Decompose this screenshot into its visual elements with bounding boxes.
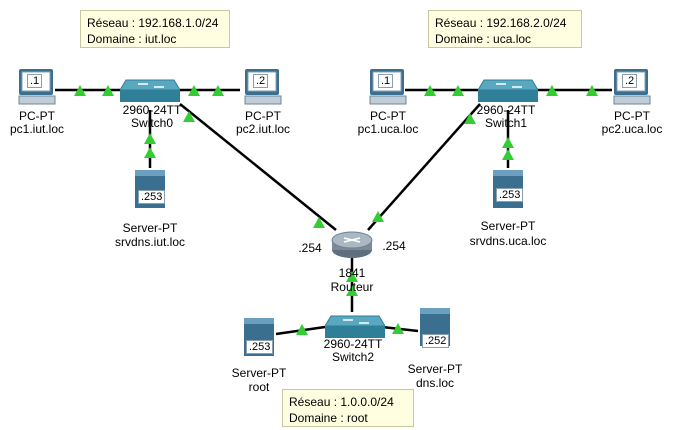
switch2-device[interactable]	[324, 312, 386, 340]
note-network-address: Réseau : 192.168.2.0/24	[435, 16, 567, 30]
link-up-icon	[74, 85, 86, 96]
switch2-name: Switch2	[331, 350, 375, 364]
switch1-type: 2960-24TT	[476, 103, 536, 117]
note-network-domain: Domaine : uca.loc	[435, 32, 532, 46]
link-up-icon	[183, 111, 195, 122]
switch0-name: Switch0	[130, 116, 174, 130]
link-up-icon	[502, 149, 514, 160]
ip-tag: .252	[422, 334, 450, 348]
root-name: root	[248, 380, 270, 394]
note-network-address: Réseau : 1.0.0.0/24	[289, 395, 394, 409]
switch-icon	[324, 315, 386, 338]
pc2-uca-name: pc2.uca.loc	[601, 122, 663, 136]
note-network-address: Réseau : 192.168.1.0/24	[87, 16, 219, 30]
ip-tag: .1	[27, 74, 43, 88]
switch0-device[interactable]	[119, 76, 181, 104]
pc2-iut-type: PC-PT	[245, 109, 281, 123]
srvdns-iut-type: Server-PT	[122, 221, 178, 235]
note-network-iut: Réseau : 192.168.1.0/24 Domaine : iut.lo…	[80, 10, 230, 48]
switch1-device[interactable]	[477, 76, 539, 104]
router-ip-right: .254	[382, 239, 406, 253]
link-up-icon	[296, 324, 308, 335]
root-type: Server-PT	[231, 366, 287, 380]
srvdns-iut-device[interactable]: .253	[133, 168, 167, 210]
router-name: Routeur	[330, 280, 374, 294]
dns-name: dns.loc	[415, 376, 455, 390]
link-up-icon	[502, 137, 514, 148]
link-up-icon	[424, 85, 436, 96]
pc1-iut-name: pc1.iut.loc	[9, 122, 65, 136]
switch0-type: 2960-24TT	[122, 103, 182, 117]
link-up-icon	[313, 217, 325, 228]
link-up-icon	[212, 85, 224, 96]
pc2-iut-name: pc2.iut.loc	[235, 122, 291, 136]
link-up-icon	[586, 85, 598, 96]
router-device[interactable]	[330, 228, 374, 260]
srvdns-uca-type: Server-PT	[480, 219, 536, 233]
switch2-type: 2960-24TT	[323, 337, 383, 351]
pc1-iut-type: PC-PT	[19, 109, 55, 123]
ip-tag: .2	[622, 74, 638, 88]
link-switch1-router[interactable]	[367, 103, 481, 231]
pc2-uca-device[interactable]: .2	[612, 68, 652, 108]
srvdns-uca-device[interactable]: .253	[491, 168, 525, 210]
dns-type: Server-PT	[407, 362, 463, 376]
switch1-name: Switch1	[484, 116, 528, 130]
link-up-icon	[392, 323, 404, 334]
pc1-uca-device[interactable]: .1	[368, 68, 408, 108]
pc2-uca-type: PC-PT	[614, 109, 650, 123]
router-icon	[331, 231, 373, 258]
ip-tag: .253	[246, 340, 274, 354]
link-up-icon	[464, 113, 476, 124]
ip-tag: .1	[378, 74, 394, 88]
ip-tag: .2	[253, 74, 269, 88]
srvdns-iut-name: srvdns.iut.loc	[114, 235, 186, 249]
ip-tag: .253	[138, 190, 166, 204]
link-up-icon	[144, 147, 156, 158]
note-network-uca: Réseau : 192.168.2.0/24 Domaine : uca.lo…	[428, 10, 582, 48]
ip-tag: .253	[496, 188, 524, 202]
link-up-icon	[346, 285, 358, 296]
note-network-root: Réseau : 1.0.0.0/24 Domaine : root	[282, 389, 414, 427]
pc2-iut-device[interactable]: .2	[243, 68, 283, 108]
pc1-iut-device[interactable]: .1	[17, 68, 57, 108]
dns-server-device[interactable]: .252	[418, 306, 452, 348]
link-up-icon	[144, 133, 156, 144]
link-up-icon	[372, 211, 384, 222]
srvdns-uca-name: srvdns.uca.loc	[469, 234, 547, 248]
link-switch0-router[interactable]	[179, 103, 337, 231]
link-up-icon	[452, 85, 464, 96]
link-up-icon	[346, 271, 358, 282]
link-up-icon	[102, 85, 114, 96]
router-type: 1841	[338, 266, 366, 280]
note-network-domain: Domaine : iut.loc	[87, 32, 177, 46]
link-up-icon	[188, 85, 200, 96]
switch-icon	[477, 79, 539, 102]
pc1-uca-type: PC-PT	[370, 109, 406, 123]
link-up-icon	[546, 85, 558, 96]
switch-icon	[119, 79, 181, 102]
pc1-uca-name: pc1.uca.loc	[357, 122, 419, 136]
router-ip-left: .254	[298, 241, 322, 255]
root-server-device[interactable]: .253	[242, 316, 276, 358]
note-network-domain: Domaine : root	[289, 411, 368, 425]
